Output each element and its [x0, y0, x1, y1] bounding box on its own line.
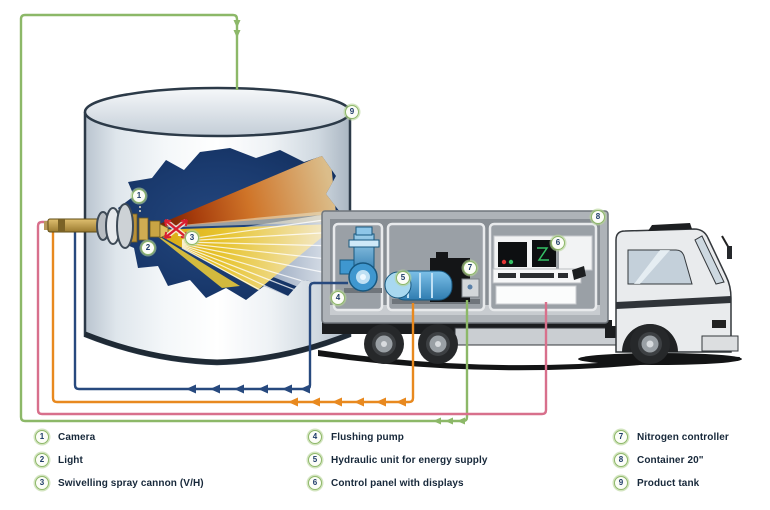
- legend-item-control-panel: 6 Control panel with displays: [308, 475, 488, 491]
- legend-column-1: 1 Camera 2 Light 3 Swivelling spray cann…: [35, 429, 204, 491]
- spray-cone-upper: [150, 152, 336, 228]
- flow-arrows: [186, 20, 465, 425]
- legend-item-label: Flushing pump: [331, 431, 404, 443]
- legend-item-light: 2 Light: [35, 452, 204, 468]
- legend-column-3: 7 Nitrogen controller 8 Container 20" 9 …: [614, 429, 729, 491]
- legend-item-product-tank: 9 Product tank: [614, 475, 729, 491]
- legend-item-label: Light: [58, 454, 83, 466]
- marker-nitrogen-controller: 7: [463, 261, 477, 275]
- blue-flow-arrows: [186, 384, 310, 394]
- nitrogen-controller: [461, 278, 480, 298]
- legend-number-badge: 5: [308, 453, 322, 467]
- legend-number-badge: 1: [35, 430, 49, 444]
- green-flow-arrows: [233, 20, 465, 425]
- legend-item-hydraulic-unit: 5 Hydraulic unit for energy supply: [308, 452, 488, 468]
- legend-number-badge: 3: [35, 476, 49, 490]
- legend-item-camera: 1 Camera: [35, 429, 204, 445]
- legend-item-label: Swivelling spray cannon (V/H): [58, 477, 204, 489]
- tank-nozzle: [44, 203, 134, 249]
- truck-rear-wheels: [364, 324, 458, 364]
- legend-item-label: Control panel with displays: [331, 477, 464, 489]
- legend-item-spray-cannon: 3 Swivelling spray cannon (V/H): [35, 475, 204, 491]
- legend-item-label: Camera: [58, 431, 96, 443]
- marker-flushing-pump: 4: [331, 291, 345, 305]
- ground-shadow: [318, 350, 740, 371]
- legend-item-label: Hydraulic unit for energy supply: [331, 454, 488, 466]
- control-panel: [492, 235, 593, 305]
- marker-hydraulic-unit: 5: [396, 271, 410, 285]
- marker-light: 2: [141, 241, 155, 255]
- legend-item-flushing-pump: 4 Flushing pump: [308, 429, 488, 445]
- tank-top-lid: [83, 86, 352, 138]
- legend-column-2: 4 Flushing pump 5 Hydraulic unit for ene…: [308, 429, 488, 491]
- truck-cab: [615, 223, 739, 364]
- truck: [318, 210, 742, 371]
- legend-item-label: Container 20": [637, 454, 704, 466]
- legend-number-badge: 4: [308, 430, 322, 444]
- legend-item-container: 8 Container 20": [614, 452, 729, 468]
- control-line-green: [19, 13, 469, 423]
- legend: 1 Camera 2 Light 3 Swivelling spray cann…: [0, 429, 770, 507]
- marker-spray-cannon: 3: [185, 231, 199, 245]
- legend-number-badge: 8: [614, 453, 628, 467]
- legend-item-label: Nitrogen controller: [637, 431, 729, 443]
- hydraulic-unit: [384, 252, 480, 304]
- signal-line-pink: [36, 220, 548, 416]
- legend-number-badge: 7: [614, 430, 628, 444]
- flushing-pump: [339, 226, 382, 293]
- legend-number-badge: 6: [308, 476, 322, 490]
- orange-flow-arrows: [288, 397, 406, 407]
- marker-control-panel: 6: [551, 236, 565, 250]
- spray-fan-lines: [181, 217, 339, 300]
- legend-number-badge: 2: [35, 453, 49, 467]
- marker-container: 8: [591, 210, 605, 224]
- swivel-arrows-icon: [164, 219, 188, 239]
- legend-item-label: Product tank: [637, 477, 700, 489]
- cab-mirror: [727, 246, 732, 259]
- legend-number-badge: 9: [614, 476, 628, 490]
- marker-camera: 1: [132, 189, 146, 203]
- legend-item-nitrogen-controller: 7 Nitrogen controller: [614, 429, 729, 445]
- marker-product-tank: 9: [345, 105, 359, 119]
